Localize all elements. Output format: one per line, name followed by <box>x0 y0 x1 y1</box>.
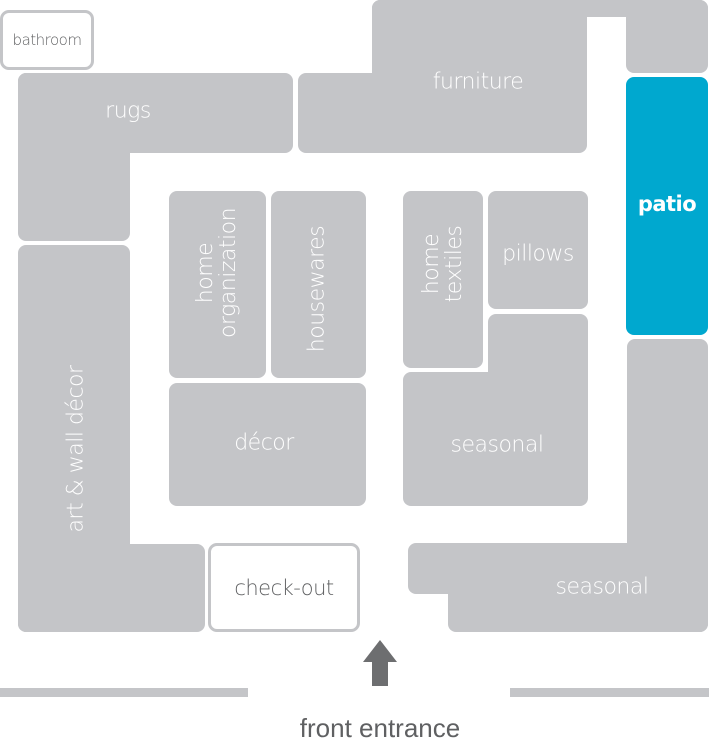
up-arrow-icon <box>363 640 397 686</box>
dept-seasonal-corner-lower <box>448 570 708 632</box>
front-wall-left <box>0 688 248 697</box>
dept-seasonal-corner-label: seasonal <box>555 574 649 600</box>
front-wall-right <box>510 688 709 697</box>
dept-decor-label: décor <box>234 430 294 456</box>
dept-home-organization-line1: home <box>192 242 218 304</box>
dept-patio-label: patio <box>637 191 697 216</box>
dept-check-out-label: check-out <box>234 575 334 600</box>
dept-bathroom[interactable]: bathroom <box>0 10 94 70</box>
dept-seasonal-center-main <box>403 372 588 506</box>
dept-furniture-right <box>626 0 708 73</box>
dept-housewares-label: housewares <box>304 225 330 353</box>
dept-home-textiles-line1: home <box>418 233 444 295</box>
dept-home-textiles-line2: textiles <box>442 225 467 303</box>
dept-pillows-label: pillows <box>502 241 574 267</box>
dept-home-textiles[interactable]: home textiles <box>403 191 483 368</box>
dept-home-organization-label: home organization <box>192 207 241 339</box>
dept-home-textiles-label: home textiles <box>418 225 467 303</box>
dept-art-wall-decor-label: art & wall décor <box>63 365 89 533</box>
dept-home-organization-line2: organization <box>216 207 241 339</box>
dept-housewares[interactable]: housewares <box>271 191 366 378</box>
dept-pillows[interactable]: pillows <box>488 191 588 309</box>
dept-rugs-leg <box>18 73 130 241</box>
dept-patio[interactable]: patio <box>626 77 708 335</box>
front-entrance-label: front entrance <box>299 713 461 743</box>
dept-art-wall-decor-foot <box>18 544 205 632</box>
dept-decor[interactable]: décor <box>169 383 366 506</box>
dept-seasonal-center-label: seasonal <box>450 432 544 458</box>
dept-furniture-label: furniture <box>432 69 524 95</box>
dept-furniture-main <box>298 73 587 153</box>
dept-home-organization[interactable]: home organization <box>169 191 266 378</box>
dept-check-out[interactable]: check-out <box>208 543 360 632</box>
dept-rugs-label: rugs <box>105 98 151 124</box>
dept-bathroom-label: bathroom <box>12 31 82 50</box>
